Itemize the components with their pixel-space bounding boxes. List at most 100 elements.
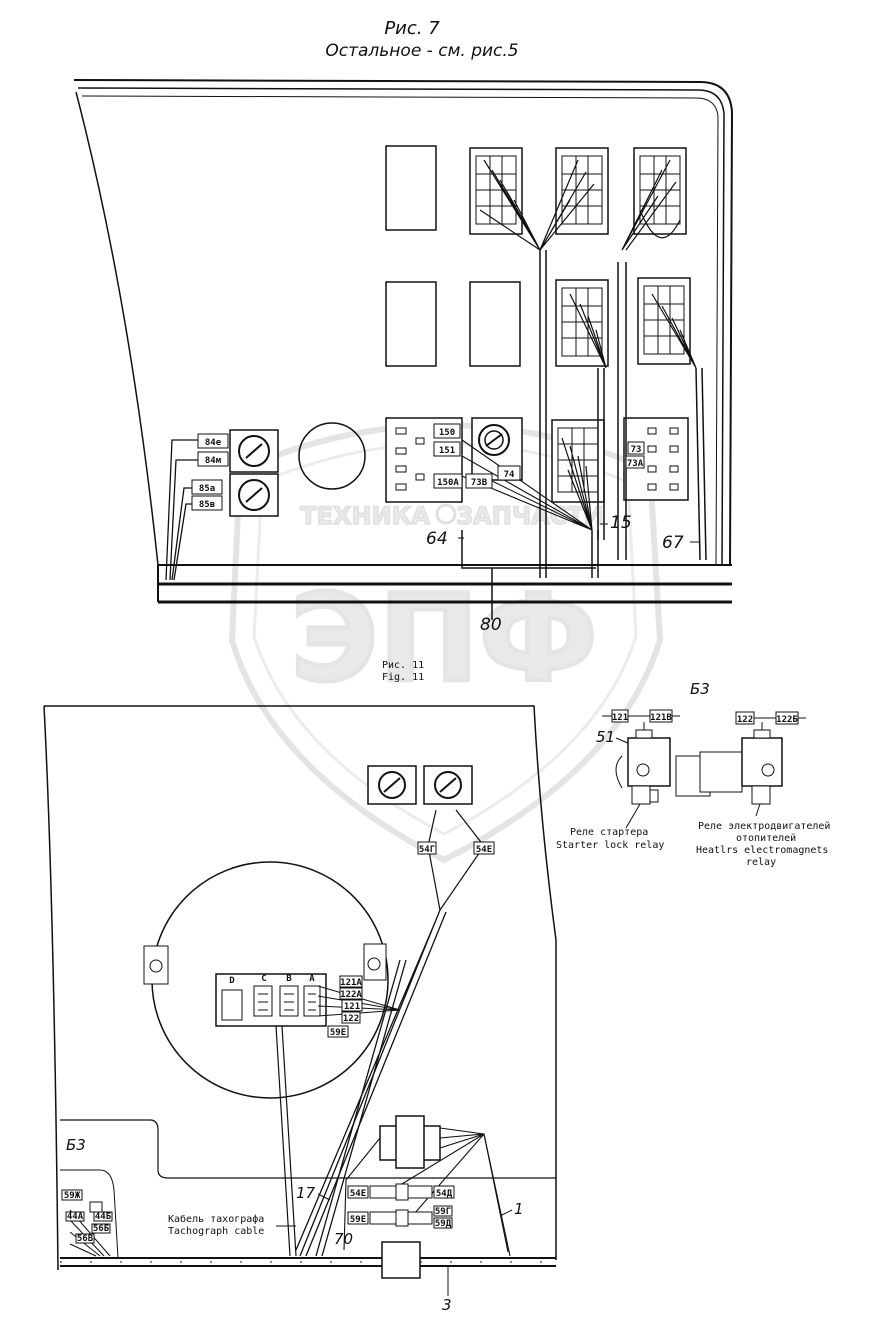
tachograph-connector: [215, 973, 327, 1027]
svg-text:59Ж: 59Ж: [64, 1191, 81, 1201]
connector-col-b: B: [286, 974, 292, 984]
connector-col-c: C: [261, 974, 266, 984]
svg-text:122: 122: [737, 715, 753, 725]
callout-80: 80: [480, 615, 502, 635]
svg-text:122Б: 122Б: [776, 715, 798, 725]
heater-relay-label-en-2: relay: [746, 857, 776, 868]
tag-122: 122: [735, 711, 755, 725]
svg-text:150: 150: [439, 428, 455, 438]
fuse-box-5: [637, 277, 691, 365]
callout-17: 17: [296, 1184, 316, 1202]
bolt-right-icon: [363, 943, 387, 981]
tag-85v: 85в: [191, 495, 223, 511]
svg-text:151: 151: [439, 446, 455, 456]
tag-73v: 73В: [465, 473, 493, 489]
bottom-panel: D C B A 54Г: [43, 705, 557, 1314]
callout-70: 70: [334, 1230, 353, 1248]
callout-3: 3: [442, 1296, 452, 1314]
starter-relay-label-en: Starter lock relay: [556, 840, 664, 851]
svg-text:56Б: 56Б: [93, 1224, 110, 1234]
tag-150a: 150А: [433, 473, 463, 489]
tag-73a: 73А: [625, 455, 645, 469]
watermark-gear-icon: [435, 503, 457, 525]
tag-122a: 122А: [339, 987, 363, 1000]
connector-col-d: D: [229, 976, 235, 986]
tag-54e: 54Е: [347, 1185, 369, 1199]
tacho-cable-label-ru: Кабель тахографа: [168, 1213, 264, 1225]
tag-73: 73: [627, 441, 645, 455]
blank-panel-3: [469, 281, 521, 367]
switch-lower: [229, 473, 279, 517]
tag-84e: 84е: [197, 433, 229, 449]
watermark-left-text: ТЕХНИКА: [300, 502, 430, 530]
callout-64: 64: [426, 529, 448, 549]
inline-fuse-block: [379, 1115, 441, 1169]
tag-54e-top: 54Е: [473, 841, 495, 855]
fig-ref-en: Fig. 11: [382, 672, 424, 683]
tag-44b: 44Б: [93, 1211, 113, 1222]
connector-col-a: A: [309, 974, 315, 984]
svg-text:54Г: 54Г: [419, 845, 435, 855]
harness-clip: [381, 1241, 421, 1279]
tag-59e: 59Е: [347, 1211, 369, 1225]
tag-59g: 59Г: [433, 1205, 453, 1217]
tag-74: 74: [497, 465, 521, 481]
tag-54g: 54Г: [417, 841, 437, 855]
gauge-circle: [298, 422, 366, 490]
svg-text:121В: 121В: [650, 713, 672, 723]
fuse-box-4: [555, 279, 609, 367]
callout-15: 15: [610, 513, 632, 533]
tag-59e-connector: 59Е: [327, 1025, 349, 1038]
svg-text:85в: 85в: [199, 500, 215, 510]
svg-text:59Д: 59Д: [435, 1219, 452, 1229]
svg-text:44А: 44А: [67, 1212, 84, 1222]
watermark: ЭПФ ТЕХНИКА ЗАПЧАСТИ: [228, 422, 664, 864]
callout-51: 51: [596, 728, 615, 746]
relay-block-label: Б3: [690, 680, 710, 698]
blank-panel-2: [385, 281, 437, 367]
heater-relay-label-en-1: Heatlrs electromagnets: [696, 845, 828, 856]
svg-text:84м: 84м: [205, 456, 222, 466]
tag-59d: 59Д: [433, 1217, 453, 1229]
figure-title: Рис. 7: [384, 18, 440, 39]
heater-relay: [699, 722, 783, 805]
svg-text:44Б: 44Б: [95, 1212, 112, 1222]
svg-text:121: 121: [612, 713, 628, 723]
tag-59zh: 59Ж: [61, 1189, 83, 1201]
tacho-cable-label-en: Tachograph cable: [168, 1226, 264, 1237]
starter-relay: [615, 722, 711, 805]
tag-121: 121: [611, 709, 629, 723]
tag-84m: 84м: [197, 451, 229, 467]
figure-subtitle: Остальное - см. рис.5: [325, 41, 518, 61]
callout-67: 67: [662, 533, 684, 553]
tag-44a: 44А: [65, 1211, 85, 1222]
tag-121a: 121А: [339, 975, 363, 988]
tag-121b: 121В: [649, 709, 673, 723]
watermark-logo-text: ЭПФ: [290, 570, 598, 709]
svg-text:59Е: 59Е: [350, 1215, 366, 1225]
svg-text:74: 74: [504, 470, 515, 480]
tag-56v: 56В: [75, 1233, 95, 1244]
tag-122b: 122Б: [775, 711, 799, 725]
svg-text:56В: 56В: [77, 1234, 94, 1244]
switch-bottom-left: [367, 765, 417, 805]
svg-text:54Е: 54Е: [350, 1189, 366, 1199]
switch-upper: [229, 429, 279, 473]
harness-wires: [165, 159, 707, 620]
fig-ref-ru: Рис. 11: [382, 660, 424, 671]
heater-relay-label-ru-1: Реле электродвигателей: [698, 820, 830, 832]
bottom-block-label: Б3: [66, 1136, 86, 1154]
tag-54d: 54Д: [433, 1185, 455, 1199]
svg-text:84е: 84е: [205, 438, 222, 448]
svg-text:85а: 85а: [199, 484, 215, 494]
connector-54: [369, 1183, 433, 1201]
svg-text:73А: 73А: [627, 459, 644, 469]
svg-text:54Е: 54Е: [476, 845, 492, 855]
fuse-box-6: [551, 419, 605, 503]
starter-relay-label-ru: Реле стартера: [570, 827, 648, 838]
tag-151: 151: [433, 441, 461, 457]
tag-121-bottom: 121: [341, 999, 363, 1012]
svg-text:121А: 121А: [340, 978, 362, 988]
svg-text:54Д: 54Д: [436, 1189, 453, 1199]
